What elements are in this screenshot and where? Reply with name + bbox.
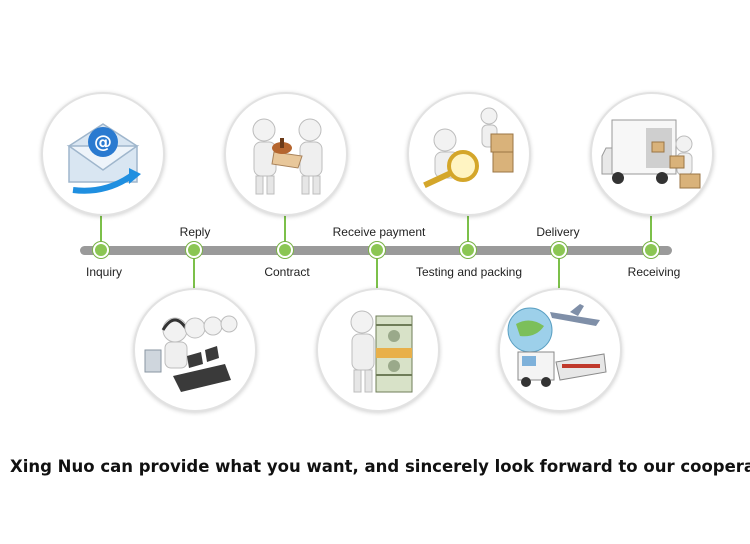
- contract-stamp-icon: [252, 118, 323, 195]
- connector-testing: [467, 212, 469, 250]
- connector-reply: [193, 250, 195, 290]
- step-label-reply: Reply: [179, 225, 211, 239]
- step-receiving-image: [590, 92, 714, 216]
- node-testing: [460, 242, 476, 258]
- step-label-receive-payment: Receive payment: [332, 225, 426, 239]
- node-inquiry: [93, 242, 109, 258]
- connector-receiving: [650, 212, 652, 250]
- svg-text:@: @: [94, 132, 112, 153]
- connector-receive-payment: [376, 250, 378, 290]
- step-label-receiving: Receiving: [627, 265, 681, 279]
- customer-service-icon: [144, 315, 238, 392]
- node-receiving: [643, 242, 659, 258]
- step-receive-payment-image: [316, 288, 440, 412]
- node-delivery: [551, 242, 567, 258]
- step-inquiry-image: @: [41, 92, 165, 216]
- shipping-icon: [507, 304, 607, 387]
- step-delivery-image: [498, 288, 622, 412]
- step-testing-image: [407, 92, 531, 216]
- email-icon: @: [66, 123, 141, 194]
- step-label-delivery: Delivery: [536, 225, 580, 239]
- money-icon: [350, 310, 413, 393]
- delivery-truck-icon: [601, 119, 701, 189]
- node-contract: [277, 242, 293, 258]
- step-reply-image: [133, 288, 257, 412]
- connector-inquiry: [100, 212, 102, 250]
- inspection-icon: [423, 107, 514, 189]
- node-reply: [186, 242, 202, 258]
- step-contract-image: [224, 92, 348, 216]
- step-label-testing: Testing and packing: [415, 265, 523, 279]
- step-label-inquiry: Inquiry: [85, 265, 123, 279]
- connector-delivery: [558, 250, 560, 290]
- tagline: Xing Nuo can provide what you want, and …: [10, 457, 750, 476]
- connector-contract: [284, 212, 286, 250]
- step-label-contract: Contract: [264, 265, 310, 279]
- node-receive-payment: [369, 242, 385, 258]
